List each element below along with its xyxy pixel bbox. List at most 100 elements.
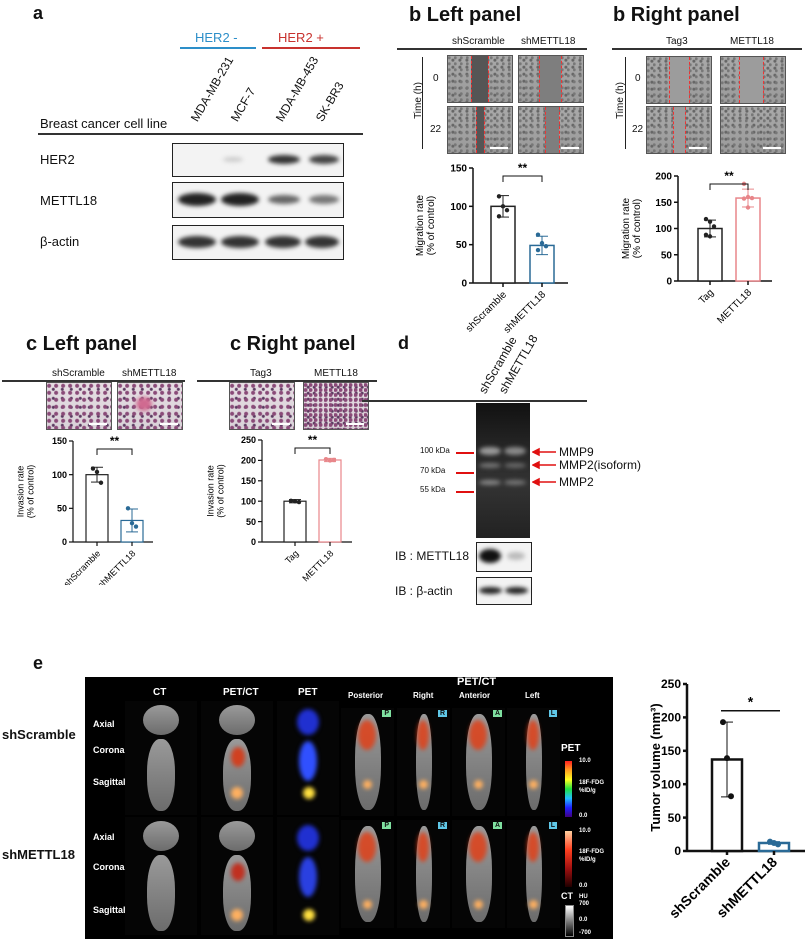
y-tick-label: 100: [661, 777, 681, 791]
data-point: [496, 194, 502, 199]
invasion-image-tag3: [229, 382, 295, 430]
column-header: PET/CT: [223, 687, 259, 698]
data-point: [724, 755, 730, 762]
petct-bar-max: 10.0: [579, 828, 591, 834]
y-tick-label: 0: [674, 844, 681, 858]
petct-3d-view-image: P: [341, 820, 394, 928]
y-axis-label-line: (% of control): [632, 199, 643, 258]
petct-3d-view-image: L: [507, 708, 560, 816]
plane-label: Sagittal: [93, 905, 126, 915]
significance-bracket: [96, 448, 133, 455]
header-divider: [38, 133, 363, 135]
row-header: Breast cancer cell line: [40, 116, 168, 131]
plane-label: Coronal: [93, 745, 128, 755]
data-point: [741, 196, 747, 201]
group-label: shMETTL18: [2, 847, 75, 862]
pet-ct-image-panel: CT PET/CT PET Axial Coronal Sagittal Axi…: [85, 676, 613, 939]
x-tick-label: shMETTL18: [96, 548, 138, 585]
her2-blot: [172, 143, 344, 177]
data-point: [745, 194, 751, 200]
time-label: 0: [433, 73, 439, 84]
x-tick-label: Tag: [697, 287, 716, 306]
y-axis-label-line: (% of control): [26, 465, 36, 519]
header-divider: [197, 380, 377, 382]
y-tick-label: 50: [456, 240, 468, 251]
invasion-image-shscramble: [46, 382, 112, 430]
band-arrows: [532, 447, 556, 487]
view-label: Anterior: [459, 691, 491, 700]
wound-image-mettl18-0h: [720, 56, 786, 104]
view-badge: A: [492, 822, 502, 829]
y-tick-label: 150: [661, 744, 681, 758]
y-tick-label: 150: [655, 198, 672, 209]
petct-3d-view-image: A: [452, 820, 505, 928]
y-tick-label: 50: [661, 250, 673, 261]
blot-label-her2: HER2: [40, 152, 75, 167]
data-point: [125, 506, 131, 511]
view-label: Left: [525, 691, 540, 700]
header-divider: [362, 400, 587, 402]
marker-label: 70 kDa: [420, 466, 446, 475]
significance-label: *: [748, 694, 754, 710]
view-badge: P: [382, 822, 391, 829]
x-tick-label: METTL18: [715, 287, 754, 326]
ct-bar-max: 700: [579, 901, 590, 907]
data-point: [728, 793, 734, 800]
y-tick-label: 150: [52, 436, 67, 446]
wound-image-shmettl18-22h: [518, 106, 584, 154]
petct-bar-min: 0.0: [579, 883, 588, 889]
petct-3d-view-image: P: [341, 708, 394, 816]
panel-d-label: d: [398, 333, 409, 353]
view-label: Right: [413, 691, 434, 700]
ib-label: IB : β-actin: [395, 584, 453, 598]
y-axis-label-line: Invasion rate: [206, 465, 216, 517]
data-point: [539, 240, 545, 246]
data-point: [496, 214, 502, 219]
panel-e-label: e: [33, 653, 44, 673]
zymography-gel: [476, 403, 530, 538]
pet-bar-max: 10.0: [579, 758, 591, 764]
mettl18-blot: [172, 182, 344, 218]
wound-image-tag3-22h: [646, 106, 712, 154]
ib-label: IB : METTL18: [395, 549, 470, 563]
y-tick-label: 100: [655, 224, 672, 235]
ct-image-shscramble: [125, 701, 197, 815]
marker-label: 55 kDa: [420, 485, 446, 494]
y-tick-label: 0: [62, 537, 67, 547]
y-axis-label: Migration rate(% of control): [415, 194, 437, 256]
ct-bar-min: -700: [579, 930, 592, 936]
data-point: [323, 456, 329, 462]
arrow-icon: [532, 447, 556, 487]
petct-bar-unit: 18F-FDG: [579, 849, 605, 855]
cell-line-label: MCF-7: [227, 85, 259, 124]
view-badge: L: [548, 822, 557, 829]
panel-a-label: a: [33, 3, 44, 23]
petct-bar-unit: %ID/g: [579, 857, 596, 863]
data-point: [711, 224, 717, 229]
petct-3d-view-image: R: [397, 820, 450, 928]
column-header: CT: [153, 687, 167, 698]
y-tick-label: 100: [52, 470, 67, 480]
panel-b-right-title: b Right panel: [613, 4, 740, 26]
y-tick-label: 200: [661, 711, 681, 725]
data-point: [327, 458, 333, 463]
y-tick-label: 100: [450, 202, 467, 213]
cell-line-label: SK-BR3: [312, 79, 347, 124]
y-axis-label-line: Tumor volume (mm³): [648, 703, 663, 831]
condition-label: shScramble: [452, 36, 505, 47]
pet-image-shmettl18: [277, 817, 339, 935]
data-point: [133, 524, 139, 529]
significance-bracket: [294, 447, 331, 454]
time-axis-line: [422, 57, 423, 149]
view-badge: P: [382, 710, 391, 717]
time-axis-label: Time (h): [412, 82, 424, 119]
condition-label: METTL18: [314, 368, 358, 379]
wound-image-shscramble-22h: [447, 106, 513, 154]
y-tick-label: 100: [241, 496, 256, 506]
y-tick-label: 150: [450, 164, 467, 175]
data-point: [745, 205, 751, 210]
pet-bar-unit: %ID/g: [579, 788, 596, 794]
